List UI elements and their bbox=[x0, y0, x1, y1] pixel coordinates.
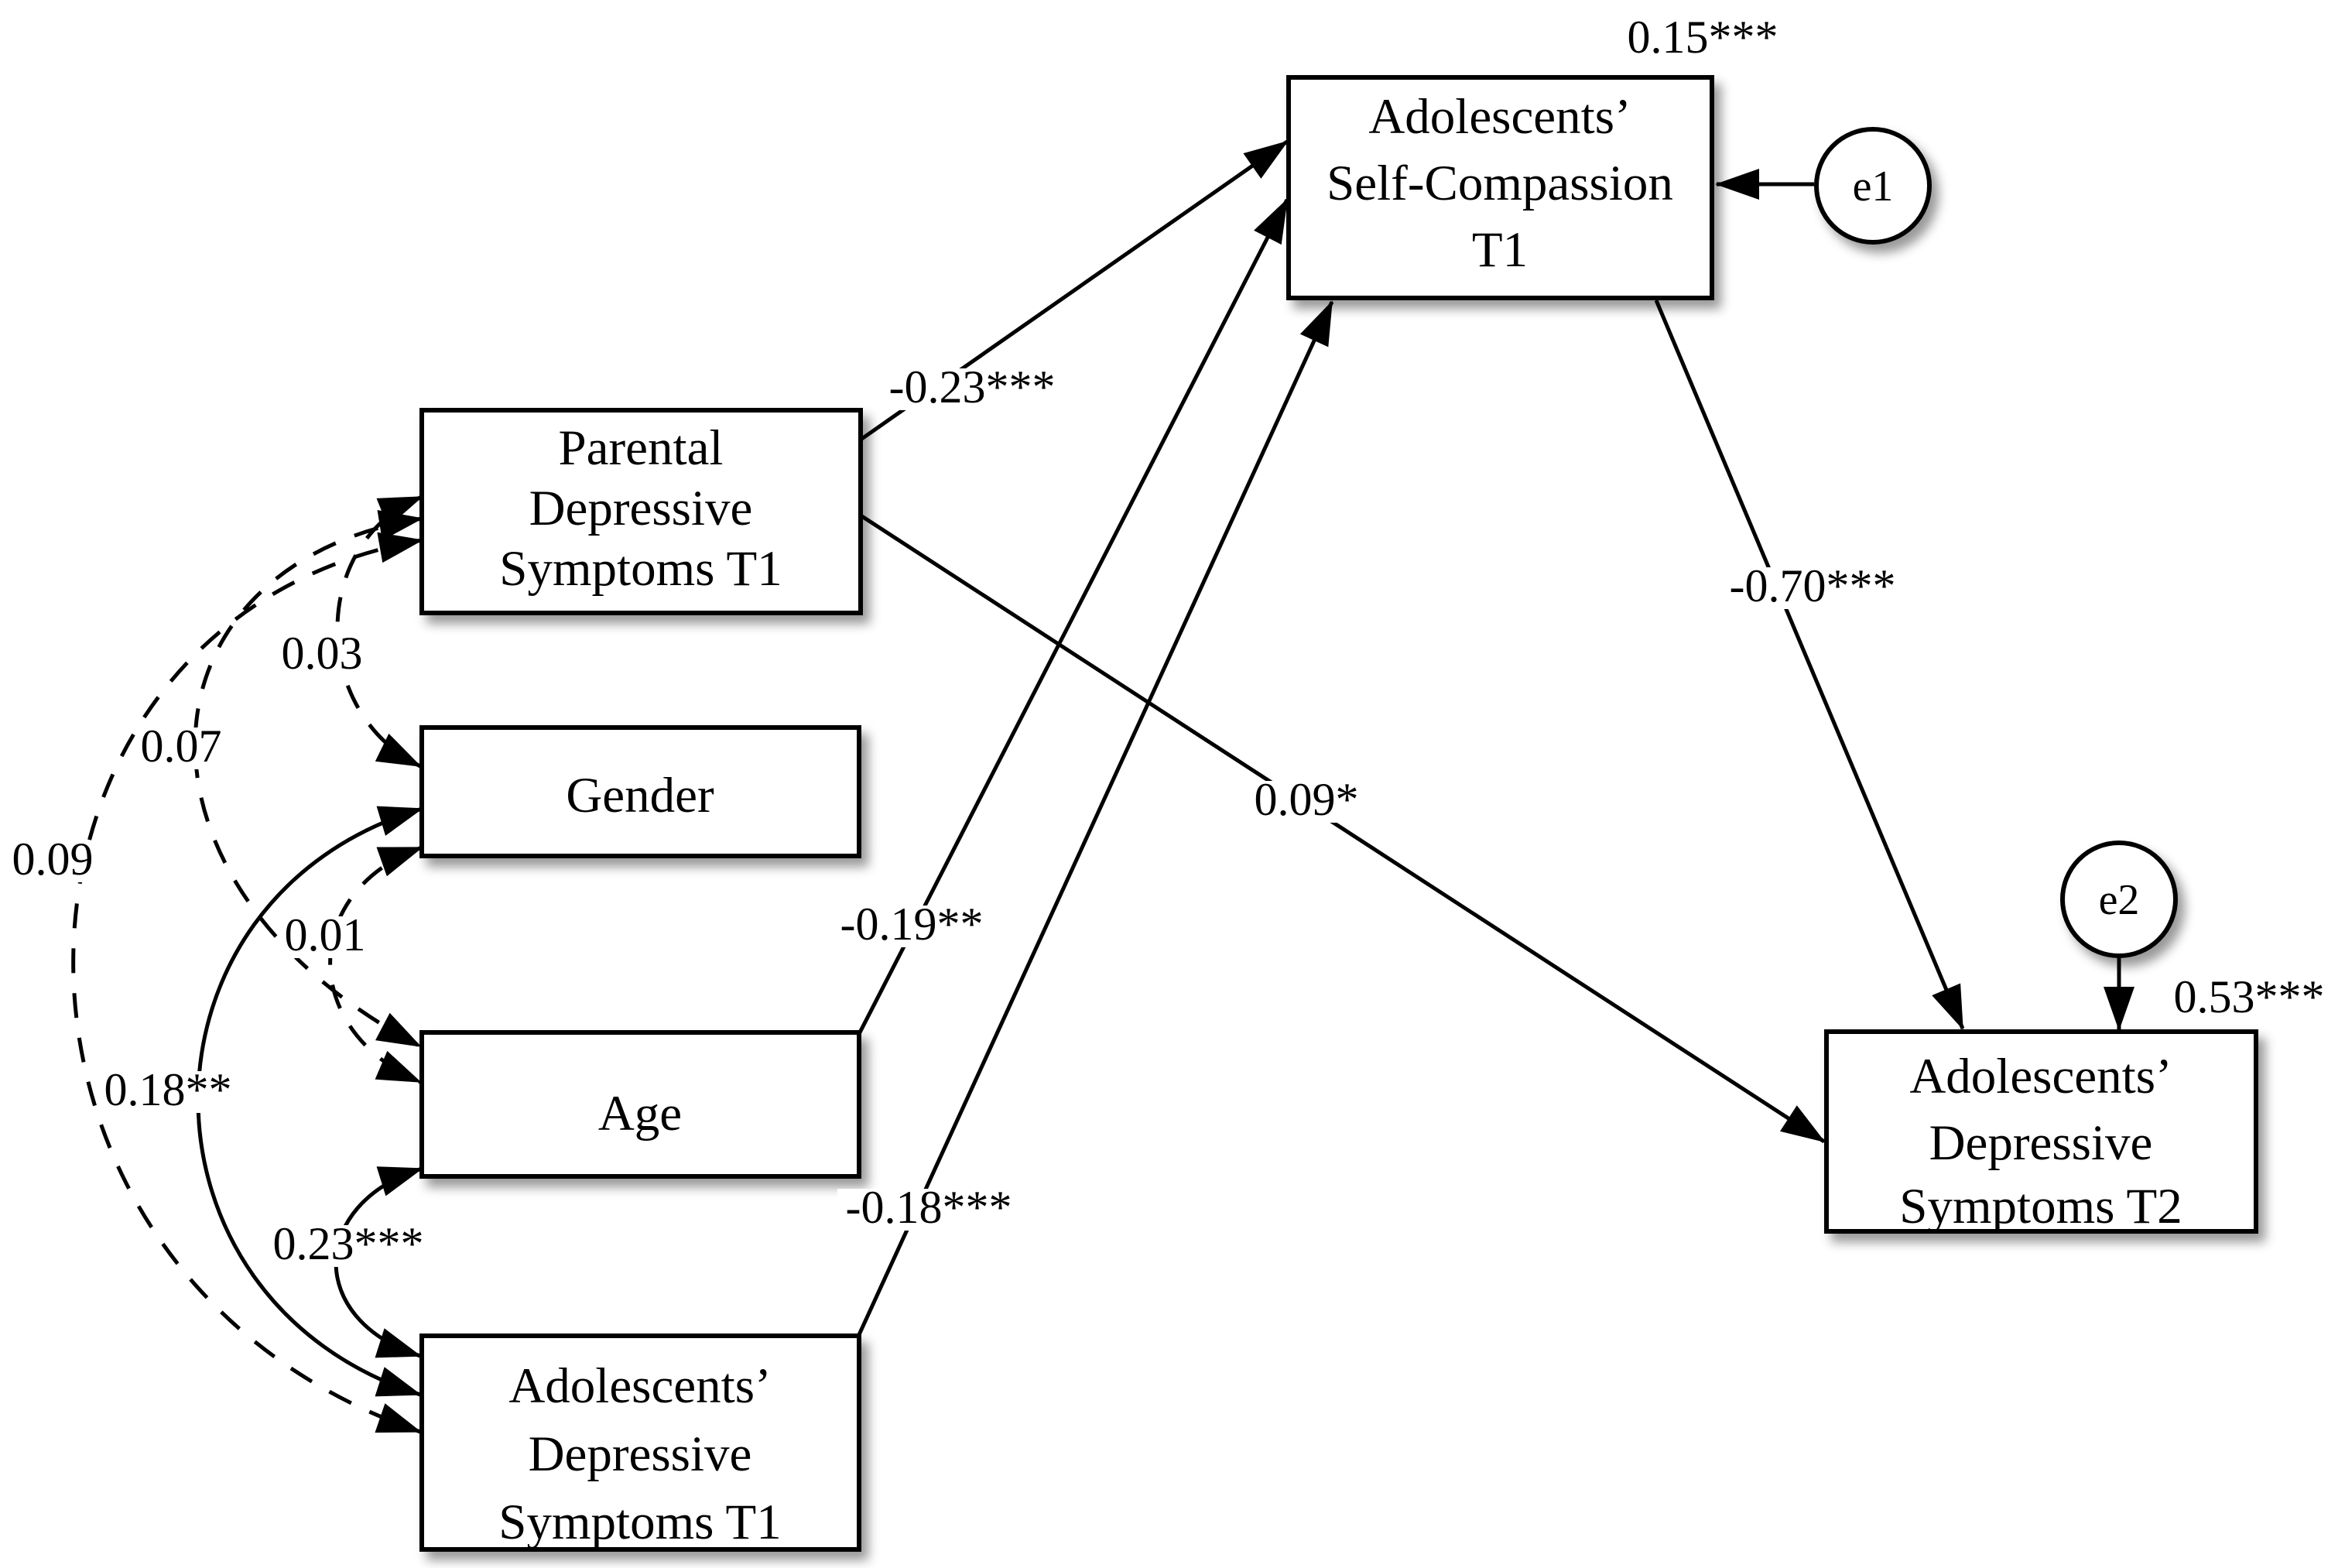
adol-dep-t1-box bbox=[419, 1333, 861, 1552]
e2-circle bbox=[2060, 840, 2178, 958]
coef-0_09star-label: 0.09* bbox=[1255, 774, 1359, 825]
cov-0_18-label: 0.18** bbox=[104, 1064, 232, 1115]
node-adolescents-depressive-symptoms-t2: Adolescents’ Depressive Symptoms T2 bbox=[1824, 1029, 2258, 1234]
cov-0_03-label: 0.03 bbox=[282, 628, 363, 679]
covariance-curve-parental-age bbox=[193, 510, 423, 1049]
cov-bg bbox=[102, 1071, 234, 1113]
coef-0_53-label: 0.53*** bbox=[2174, 971, 2325, 1022]
cov-bg bbox=[138, 728, 224, 769]
self-compassion-label-line3: T1 bbox=[1472, 222, 1528, 278]
path-adol-dep-t1-to-self-compassion bbox=[851, 300, 1334, 1350]
parental-label-line2: Depressive bbox=[529, 481, 753, 536]
node-age: Age bbox=[419, 1030, 861, 1179]
parental-label-line3: Symptoms T1 bbox=[499, 541, 782, 597]
path-parental-to-adol-dep-t2 bbox=[859, 513, 1826, 1144]
coefficient-age-to-self-compassion: -0.19** bbox=[833, 899, 991, 950]
self-compassion-label-line1: Adolescents’ bbox=[1368, 89, 1631, 145]
coefficient-adol-dep-t1-to-self-compassion: -0.18*** bbox=[837, 1182, 1020, 1233]
cov-0_23-label: 0.23*** bbox=[273, 1218, 424, 1269]
e2-label: e2 bbox=[2099, 876, 2140, 924]
adol-dep-t2-box bbox=[1824, 1029, 2258, 1234]
adol-dep-t1-label-line3: Symptoms T1 bbox=[498, 1494, 781, 1550]
path-self-compassion-to-adol-dep-t2 bbox=[1654, 300, 1965, 1030]
e1-label: e1 bbox=[1853, 163, 1894, 211]
e1-circle bbox=[1814, 127, 1932, 245]
node-adolescents-depressive-symptoms-t1: Adolescents’ Depressive Symptoms T1 bbox=[419, 1333, 861, 1552]
covariance-gender-age: 0.01 bbox=[282, 909, 368, 960]
age-label: Age bbox=[598, 1086, 682, 1142]
covariance-parental-adol-dep-t1: 0.09 bbox=[9, 834, 96, 885]
coef-bg bbox=[833, 906, 991, 947]
covariance-curve-gender-age bbox=[328, 845, 423, 1084]
cov-0_09-label: 0.09 bbox=[12, 834, 94, 885]
adol-dep-t2-label-line1: Adolescents’ bbox=[1909, 1049, 2172, 1104]
path-age-to-self-compassion bbox=[857, 198, 1289, 1036]
coefficient-adol-dep-t2-variance: 0.53*** bbox=[2174, 971, 2325, 1022]
covariance-parental-age: 0.07 bbox=[138, 721, 224, 772]
age-box bbox=[419, 1030, 861, 1179]
cov-bg bbox=[282, 916, 368, 958]
coefficient-parental-to-adol-dep-t2: 0.09* bbox=[1248, 774, 1364, 825]
coef-bg bbox=[1248, 781, 1364, 823]
node-parental-depressive-symptoms-t1: Parental Depressive Symptoms T1 bbox=[419, 408, 863, 615]
node-adolescents-self-compassion-t1: Adolescents’ Self-Compassion T1 bbox=[1286, 75, 1714, 300]
coefficient-self-compassion-to-adol-dep-t2: -0.70*** bbox=[1721, 560, 1904, 611]
covariance-age-adol-dep-t1: 0.23*** bbox=[268, 1218, 429, 1269]
parental-box bbox=[419, 408, 863, 615]
cov-0_07-label: 0.07 bbox=[141, 721, 222, 772]
parental-label-line1: Parental bbox=[559, 420, 724, 476]
coef--0_19-label: -0.19** bbox=[840, 899, 984, 950]
covariance-gender-adol-dep-t1: 0.18** bbox=[102, 1064, 234, 1115]
adol-dep-t1-label-line2: Depressive bbox=[529, 1426, 752, 1482]
adol-dep-t2-label-line3: Symptoms T2 bbox=[1899, 1179, 2182, 1234]
gender-label: Gender bbox=[566, 768, 714, 823]
coef-0_15-label: 0.15*** bbox=[1628, 12, 1778, 63]
cov-bg bbox=[9, 840, 96, 882]
coefficient-parental-to-self-compassion: -0.23*** bbox=[881, 361, 1063, 413]
covariance-curve-parental-adol-dep-t1 bbox=[71, 532, 423, 1434]
coef--0_18-label: -0.18*** bbox=[846, 1182, 1012, 1233]
cov-0_01-label: 0.01 bbox=[285, 909, 366, 960]
adol-dep-t2-label-line2: Depressive bbox=[1929, 1115, 2153, 1171]
coef-bg bbox=[837, 1189, 1020, 1231]
gender-box bbox=[419, 725, 861, 858]
node-gender: Gender bbox=[419, 725, 861, 858]
self-compassion-box bbox=[1286, 75, 1714, 300]
coef-bg bbox=[1721, 567, 1904, 609]
node-error-term-e2: e2 bbox=[2060, 840, 2178, 958]
cov-bg bbox=[279, 635, 365, 676]
covariance-parental-gender: 0.03 bbox=[279, 628, 365, 679]
adol-dep-t1-label-line1: Adolescents’ bbox=[508, 1358, 771, 1414]
self-compassion-label-line2: Self-Compassion bbox=[1327, 156, 1673, 211]
coefficient-self-compassion-variance: 0.15*** bbox=[1628, 12, 1778, 63]
cov-bg bbox=[268, 1225, 429, 1267]
coef-bg bbox=[881, 368, 1063, 410]
node-error-term-e1: e1 bbox=[1814, 127, 1932, 245]
coef--0_23-label: -0.23*** bbox=[889, 361, 1056, 413]
coef--0_70-label: -0.70*** bbox=[1730, 560, 1896, 611]
